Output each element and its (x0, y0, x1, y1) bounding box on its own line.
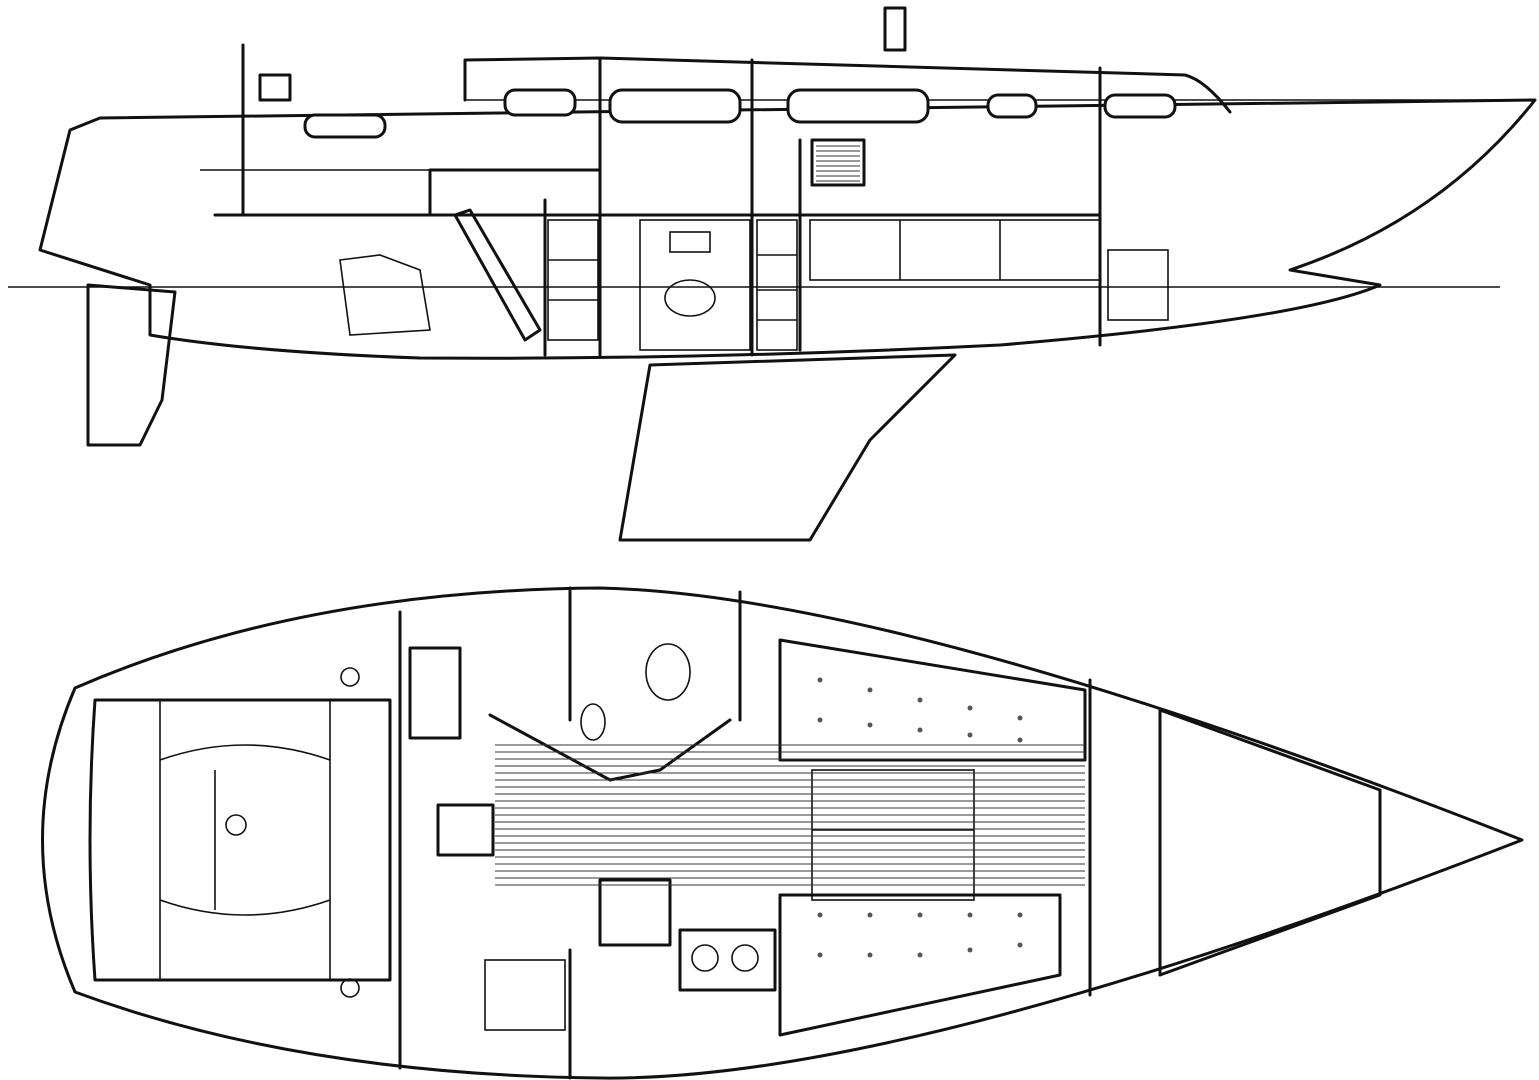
forepeak-berth (1158, 708, 1382, 977)
plan-view (41, 586, 1524, 1080)
button-dot (967, 947, 973, 953)
hull-plan-outline (41, 586, 1524, 1080)
button-dot (917, 727, 923, 733)
binnacle (225, 814, 247, 836)
companionway-steps (436, 803, 495, 857)
button-dot (917, 912, 923, 918)
button-dot (817, 717, 823, 723)
settee-berth-port (778, 638, 1087, 762)
cockpit (88, 698, 392, 982)
winch-starboard (340, 978, 360, 998)
burner (731, 944, 759, 972)
bulkheads (543, 56, 1102, 357)
galley-stove (678, 928, 777, 992)
chart-locker (484, 959, 566, 1031)
window (503, 88, 577, 117)
button-dot (1017, 737, 1023, 743)
button-dot (817, 952, 823, 958)
head-toilet (639, 219, 751, 351)
toilet (645, 643, 691, 701)
head-door (488, 713, 732, 782)
rudder (86, 283, 177, 447)
window (786, 88, 930, 124)
button-dot (867, 912, 873, 918)
button-dot (867, 687, 873, 693)
berth-cushion-buttons (817, 677, 1023, 958)
vent-grille (810, 138, 866, 187)
cockpit-sole (213, 168, 1102, 217)
window (608, 88, 742, 124)
profile-view (8, 6, 1537, 542)
stern-pulpit (241, 43, 292, 217)
hull-profile (38, 98, 1537, 360)
button-dot (917, 952, 923, 958)
window (1103, 93, 1177, 119)
mast-stub (883, 6, 907, 52)
button-dot (967, 705, 973, 711)
settee-berth-starboard (778, 893, 1062, 1037)
cabin-sole-planking (495, 744, 1085, 886)
burner (691, 944, 719, 972)
locker (408, 646, 462, 740)
port-windows (303, 88, 1177, 139)
saloon-table (811, 769, 975, 901)
button-dot (1017, 715, 1023, 721)
button-dot (817, 912, 823, 918)
cabin-trunk (463, 56, 1232, 114)
lockers (547, 219, 1169, 351)
engine (339, 254, 431, 336)
cockpit-seats (159, 700, 331, 980)
button-dot (967, 732, 973, 738)
galley-sink (598, 878, 672, 947)
button-dot (1017, 912, 1023, 918)
button-dot (867, 722, 873, 728)
bulkheads-plan (398, 586, 1162, 1080)
button-dot (967, 912, 973, 918)
button-dot (1017, 942, 1023, 948)
button-dot (917, 697, 923, 703)
winch-port (340, 667, 360, 687)
wash-basin (580, 703, 606, 741)
window (986, 93, 1038, 119)
keel (618, 353, 957, 542)
companionway-ladder (453, 208, 542, 342)
button-dot (867, 952, 873, 958)
window (303, 113, 387, 139)
button-dot (817, 677, 823, 683)
